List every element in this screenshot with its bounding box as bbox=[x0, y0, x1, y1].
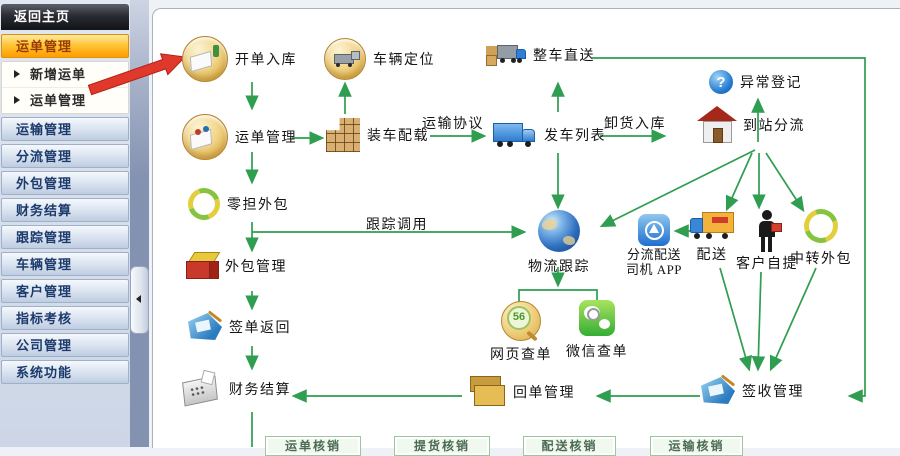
delivery-truck-icon bbox=[690, 212, 734, 242]
waybill-management-icon bbox=[182, 114, 228, 160]
node-logistics-tracking[interactable]: 物流跟踪 bbox=[516, 210, 602, 276]
sidebar-item-tracking-management[interactable]: 跟踪管理 bbox=[1, 225, 129, 249]
node-waybill-management[interactable]: 运单管理 bbox=[182, 114, 297, 160]
node-label: 发车列表 bbox=[544, 129, 606, 144]
sidebar-header-home[interactable]: 返回主页 bbox=[1, 4, 129, 30]
recycle-icon bbox=[182, 182, 226, 226]
node-label: 配送 bbox=[696, 248, 728, 263]
node-loading-stowage[interactable]: 装车配载 bbox=[326, 118, 429, 152]
collapse-left-icon bbox=[136, 295, 141, 303]
node-transfer-outsource[interactable]: 中转外包 bbox=[790, 203, 852, 268]
magnifier-badge-icon: 56 bbox=[501, 301, 541, 341]
node-label: 零担外包 bbox=[227, 198, 289, 213]
sidebar-item-customer-management[interactable]: 客户管理 bbox=[1, 279, 129, 303]
node-label: 客户自提 bbox=[736, 257, 798, 272]
sidebar-item-system-functions[interactable]: 系统功能 bbox=[1, 360, 129, 384]
node-label: 司机 APP bbox=[625, 262, 683, 277]
node-exception-register[interactable]: 异常登记 bbox=[709, 70, 802, 94]
node-label: 运单管理 bbox=[235, 131, 297, 146]
bottom-tab-transport-writeoff[interactable]: 运输核销 bbox=[650, 436, 743, 456]
departure-list-icon bbox=[493, 120, 537, 150]
node-full-truck-direct[interactable]: 整车直送 bbox=[486, 42, 595, 68]
node-label: 中转外包 bbox=[790, 252, 852, 267]
node-label: 签单返回 bbox=[229, 320, 291, 336]
node-label: 财务结算 bbox=[229, 383, 291, 398]
sidebar-submenu: 新增运单 运单管理 bbox=[1, 61, 129, 114]
node-label: 微信查单 bbox=[566, 345, 628, 360]
node-label: 整车直送 bbox=[533, 49, 595, 64]
node-outsource-management[interactable]: 外包管理 bbox=[186, 252, 287, 279]
edge-label-unload-inbound: 卸货入库 bbox=[604, 117, 666, 132]
sidebar: 返回主页 运单管理 新增运单 运单管理 运输管理 分流管理 外包管理 财务结算 … bbox=[0, 0, 130, 447]
node-departure-list[interactable]: 发车列表 bbox=[493, 120, 606, 150]
submenu-arrow-icon bbox=[14, 96, 20, 104]
edge-label-tracking-call: 跟踪调用 bbox=[366, 218, 428, 233]
full-truck-direct-icon bbox=[486, 42, 526, 68]
sidebar-item-company-management[interactable]: 公司管理 bbox=[1, 333, 129, 357]
badge-56: 56 bbox=[512, 311, 526, 323]
node-finance-settlement[interactable]: 财务结算 bbox=[180, 369, 291, 408]
node-customer-pickup[interactable]: 客户自提 bbox=[736, 210, 798, 273]
parcel-box-icon bbox=[186, 252, 221, 279]
node-receipt-management[interactable]: 回单管理 bbox=[468, 376, 575, 407]
node-ltl-outsource[interactable]: 零担外包 bbox=[182, 182, 289, 226]
node-web-query[interactable]: 56 网页查单 bbox=[486, 301, 556, 364]
folder-pen-icon bbox=[701, 374, 736, 405]
node-label: 异常登记 bbox=[740, 76, 802, 91]
node-label: 外包管理 bbox=[225, 259, 287, 275]
person-icon bbox=[755, 210, 782, 252]
node-label: 装车配载 bbox=[367, 129, 429, 144]
node-billing-inbound[interactable]: 开单入库 bbox=[182, 36, 297, 82]
bottom-tab-waybill-writeoff[interactable]: 运单核销 bbox=[265, 436, 361, 456]
sidebar-subitem-label: 运单管理 bbox=[30, 93, 87, 108]
billing-inbound-icon bbox=[182, 36, 228, 82]
node-delivery[interactable]: 配送 bbox=[690, 212, 734, 264]
sidebar-gutter bbox=[130, 0, 149, 447]
sidebar-item-waybill-management[interactable]: 运单管理 bbox=[1, 34, 129, 58]
bottom-tab-delivery-writeoff[interactable]: 配送核销 bbox=[523, 436, 616, 456]
folder-pen-icon bbox=[188, 310, 223, 341]
sidebar-subitem-label: 新增运单 bbox=[30, 67, 87, 82]
house-icon bbox=[697, 106, 737, 143]
sidebar-collapse-handle[interactable] bbox=[130, 266, 149, 334]
sidebar-item-vehicle-management[interactable]: 车辆管理 bbox=[1, 252, 129, 276]
node-sign-return[interactable]: 签单返回 bbox=[188, 310, 291, 341]
node-label: 车辆定位 bbox=[373, 53, 435, 68]
wechat-icon bbox=[579, 300, 615, 336]
submenu-arrow-icon bbox=[14, 70, 20, 78]
sidebar-item-split-management[interactable]: 分流管理 bbox=[1, 144, 129, 168]
globe-icon bbox=[538, 210, 580, 252]
bottom-tab-pickup-writeoff[interactable]: 提货核销 bbox=[394, 436, 490, 456]
node-arrival-split[interactable]: 到站分流 bbox=[697, 106, 805, 143]
node-label: 分流配送 bbox=[626, 247, 681, 262]
node-vehicle-positioning[interactable]: 车辆定位 bbox=[324, 38, 435, 80]
cash-register-icon bbox=[180, 369, 222, 408]
edge-label-transport-agreement: 运输协议 bbox=[422, 117, 484, 132]
sidebar-subitem-waybill-management[interactable]: 运单管理 bbox=[2, 88, 128, 113]
vehicle-positioning-icon bbox=[324, 38, 366, 80]
node-wechat-query[interactable]: 微信查单 bbox=[560, 300, 634, 361]
node-label: 开单入库 bbox=[235, 53, 297, 68]
node-label: 到站分流 bbox=[743, 118, 805, 134]
sidebar-item-kpi-assessment[interactable]: 指标考核 bbox=[1, 306, 129, 330]
node-label: 签收管理 bbox=[742, 384, 804, 400]
sidebar-item-transport-management[interactable]: 运输管理 bbox=[1, 117, 129, 141]
node-label: 回单管理 bbox=[513, 385, 575, 401]
node-driver-app[interactable]: 分流配送 司机 APP bbox=[618, 214, 690, 277]
app-store-icon bbox=[638, 214, 670, 246]
node-label: 物流跟踪 bbox=[528, 260, 590, 275]
loading-stowage-icon bbox=[326, 118, 360, 152]
hanging-folders-icon bbox=[468, 376, 506, 407]
question-icon bbox=[709, 70, 733, 94]
node-signin-management[interactable]: 签收管理 bbox=[701, 374, 804, 405]
sidebar-item-finance-settlement[interactable]: 财务结算 bbox=[1, 198, 129, 222]
recycle-icon bbox=[798, 203, 844, 249]
sidebar-item-outsource-management[interactable]: 外包管理 bbox=[1, 171, 129, 195]
sidebar-subitem-new-waybill[interactable]: 新增运单 bbox=[2, 62, 128, 88]
node-label: 网页查单 bbox=[490, 348, 552, 363]
